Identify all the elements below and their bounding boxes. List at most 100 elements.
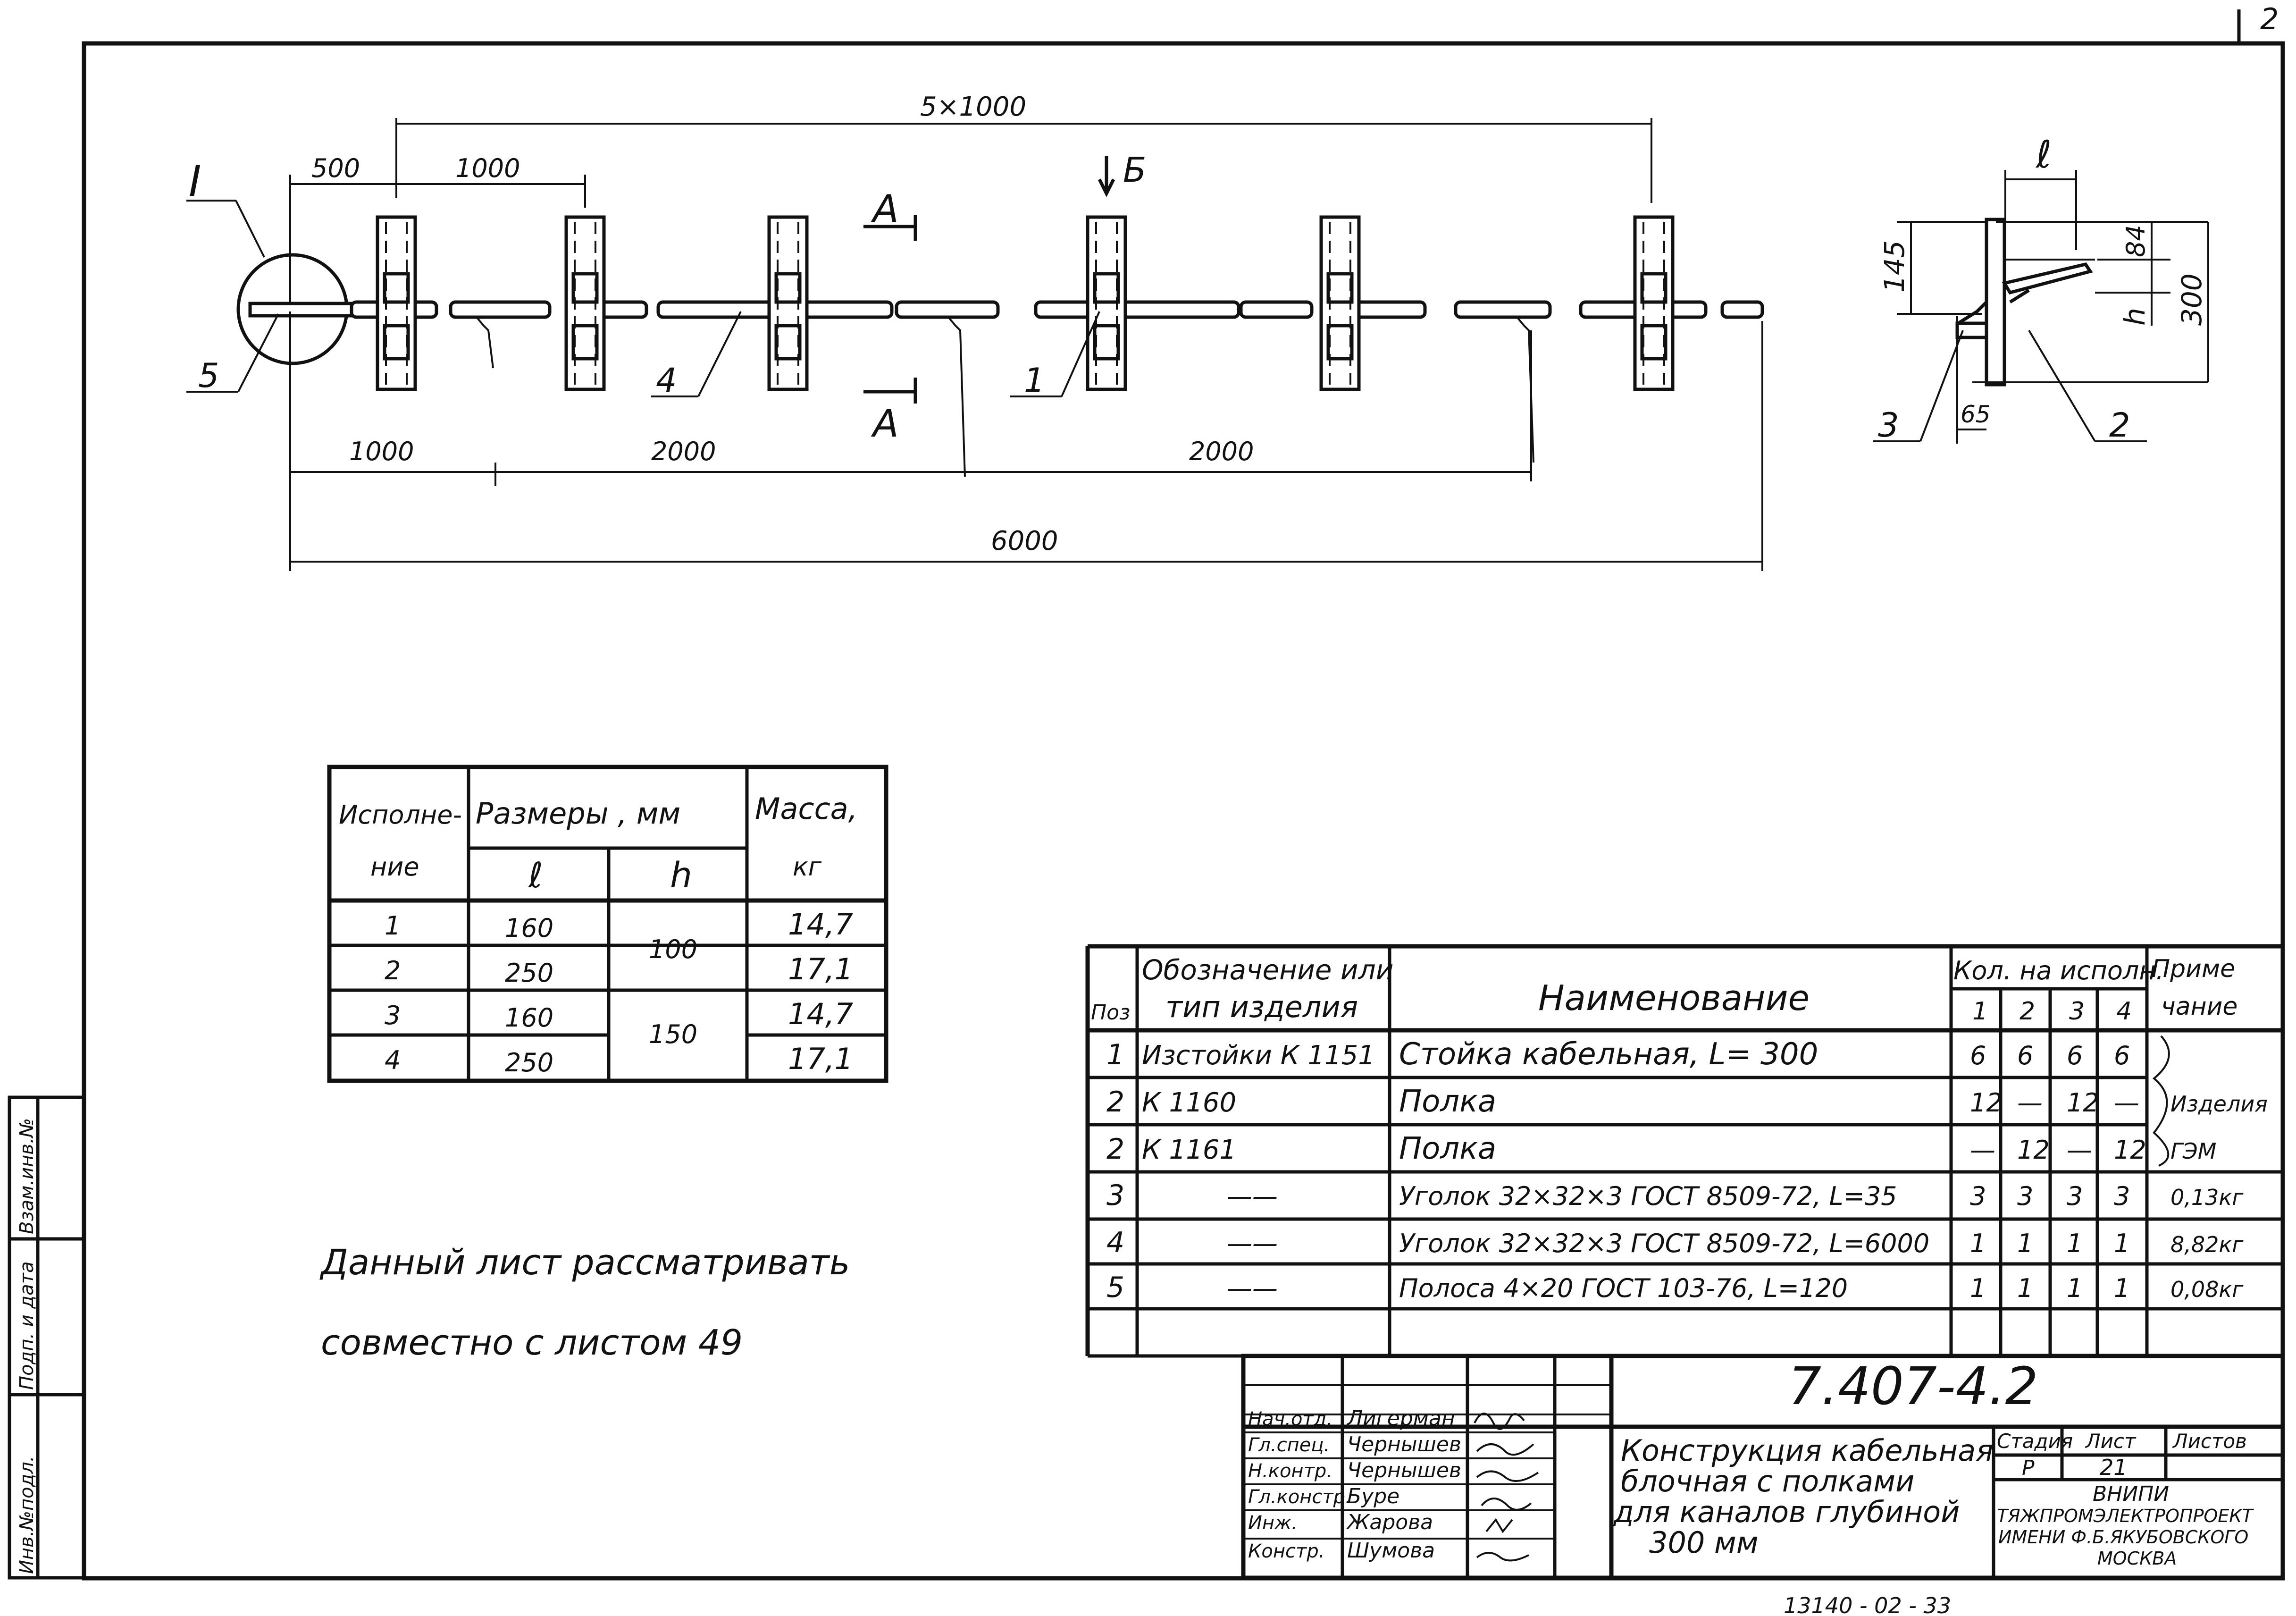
sizes-r2-m: 17,1 [788,952,853,986]
sheets-header: Листов [2172,1430,2247,1453]
sizes-head-h: h [670,855,692,896]
spec-row-qty-3: 6 [2067,1041,2083,1070]
doc-number: 7.407-4.2 [1788,1356,2038,1416]
spec-row-qty-3: 1 [2067,1229,2083,1258]
spec-row-name: Полоса 4×20 ГОСТ 103-76, L=120 [1399,1273,1848,1303]
dim-1000-top: 1000 [455,153,520,183]
staff-role: Гл.констр. [1248,1486,1351,1508]
spec-head-q1: 1 [1972,997,1988,1026]
spec-row-qty-3: 3 [2067,1181,2083,1211]
sizes-r1-v: 1 [385,911,401,941]
spec-row-qty-4: 12 [2114,1135,2146,1165]
elevation-view: 5×1000 500 1000 I [186,92,1764,571]
sizes-r4-m: 17,1 [788,1042,853,1076]
dim-5x1000: 5×1000 [920,92,1026,122]
spec-table: Поз Обозначение или тип изделия Наименов… [1085,944,2283,1358]
sizes-r2-l: 250 [505,958,553,988]
spec-row-qty-2: 6 [2017,1041,2033,1070]
sizes-r4-v: 4 [385,1045,401,1075]
spec-row-note: Изделия [2170,1091,2268,1117]
footer-code: 13140 - 02 - 33 [1784,1593,1951,1616]
sizes-r1-l: 160 [505,913,553,943]
spec-row-name: Уголок 32×32×3 ГОСТ 8509-72, L=35 [1399,1181,1897,1211]
staff-name: Шумова [1347,1539,1435,1563]
stand-1 [376,215,417,391]
sheet-frame [82,41,2285,1581]
title-line-3: для каналов глубиной [1613,1495,1960,1529]
stand-6 [1633,215,1675,391]
spec-row-qty-1: 12 [1970,1088,2003,1118]
stage-header: Стадия [1997,1430,2073,1453]
spec-row-name: Стойка кабельная, L= 300 [1399,1037,1818,1072]
side-stamp: Взам.инв.№ Подп. и дата Инв.№подл. [8,1095,86,1580]
spec-row-designation: —— [1227,1181,1278,1211]
org-line-1: ВНИПИ [2093,1482,2169,1506]
dim-6000: 6000 [991,526,1058,556]
spec-head-desig-1: Обозначение или [1142,954,1393,986]
spec-row-designation: Изстойки К 1151 [1142,1040,1375,1071]
staff-name: Жарова [1346,1510,1433,1534]
org-line-2: ТЯЖПРОМЭЛЕКТРОПРОЕКТ [1997,1506,2254,1526]
section-a-top: А [871,187,899,231]
note-line-2: совместно с листом 49 [321,1322,743,1363]
staff-name: Чернышев [1347,1432,1461,1456]
sec-dim-84: 84 [2121,225,2151,257]
spec-row-note: 0,08кг [2170,1277,2244,1302]
spec-row-qty-2: 1 [2017,1273,2033,1303]
stand-5 [1319,215,1361,391]
staff-role: Инж. [1248,1512,1298,1534]
callout-4: 4 [656,361,677,400]
dim-2000-b: 2000 [1189,437,1254,466]
spec-row-note: 8,82кг [2170,1232,2244,1257]
spec-row-qty-3: 12 [2067,1088,2099,1118]
dim-1000-bottom: 1000 [349,437,414,466]
spec-row-name: Полка [1399,1084,1496,1119]
org-line-4: МОСКВА [2097,1548,2177,1569]
sizes-r4-l: 250 [505,1048,553,1077]
spec-row-pos: 4 [1106,1226,1124,1259]
spec-row-note: 0,13кг [2170,1185,2244,1210]
spec-head-q4: 4 [2116,997,2132,1026]
stand-4 [1086,215,1127,391]
spec-row-qty-4: 1 [2114,1273,2130,1303]
spec-row-pos: 2 [1106,1086,1124,1119]
spec-row-qty-4: 1 [2114,1229,2130,1258]
callout-5: 5 [198,356,219,395]
spec-head-q2: 2 [2019,997,2035,1026]
spec-row-designation: —— [1227,1273,1278,1303]
sizes-head-mass-2: кг [793,852,822,882]
sizes-r3-v: 3 [385,1001,401,1030]
view-b-label: Б [1123,150,1146,190]
title-line-4: 300 мм [1649,1525,1759,1560]
staff-name: Буре [1347,1484,1399,1508]
dim-500: 500 [311,153,360,183]
staff-name: Лигерман [1346,1406,1455,1431]
spec-head-pos: Поз [1091,1001,1130,1025]
sec-dim-h: h [2119,308,2152,326]
sizes-r3-h: 150 [649,1019,697,1049]
section-a-bottom: А [871,402,899,446]
sheet-value: 21 [2100,1455,2128,1480]
angle-bar [248,300,1764,319]
sizes-r2-v: 2 [385,956,401,985]
org-line-3: ИМЕНИ Ф.Б.ЯКУБОВСКОГО [1998,1527,2248,1548]
section-view: ℓ 145 84 h 300 65 3 2 [1873,133,2209,445]
spec-row-qty-2: — [2017,1088,2043,1118]
spec-head-q3: 3 [2069,997,2085,1026]
sizes-head-variant-2: ние [370,852,419,882]
spec-row-qty-1: — [1970,1135,1995,1165]
spec-head-note-1: Приме [2152,955,2235,983]
callout-1: 1 [1024,361,1045,400]
stamp-sign-date: Подп. и дата [16,1262,38,1390]
title-block: 7.407-4.2 Конструкция кабельная блочная … [1241,1354,2285,1580]
sizes-r1-h: 100 [649,934,697,964]
spec-row-designation: К 1161 [1142,1135,1236,1165]
spec-row-qty-1: 6 [1970,1041,1986,1070]
sec-callout-2: 2 [2109,406,2130,445]
spec-row-qty-4: 6 [2114,1041,2130,1070]
spec-row-designation: К 1160 [1142,1087,1236,1118]
spec-row-qty-4: — [2114,1088,2139,1118]
sizes-head-l: ℓ [528,855,543,896]
spec-row-qty-4: 3 [2114,1181,2130,1211]
spec-row-qty-1: 3 [1970,1181,1986,1211]
